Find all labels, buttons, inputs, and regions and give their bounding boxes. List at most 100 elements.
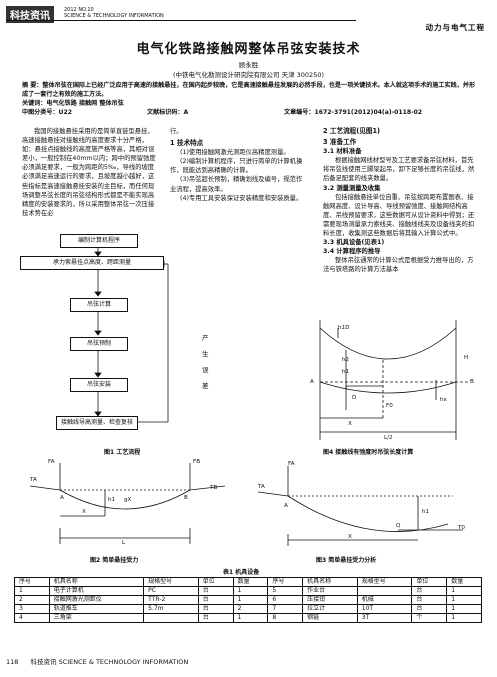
label-h2: h2 [342, 357, 350, 363]
page-number: 118 [6, 658, 19, 666]
label-TB: TB [210, 485, 218, 491]
table-cell: 台 [197, 586, 234, 596]
figure-4-caption: 图4 接触线有弛度时吊弦长度计算 [323, 449, 414, 456]
table-header-cell: 单位 [411, 577, 448, 587]
table-cell: 5 [267, 586, 304, 596]
table-header-cell: 规格型号 [143, 577, 199, 587]
label-hx: hx [440, 397, 447, 403]
table-cell: 台 [197, 604, 234, 614]
table-cell: 1 [14, 586, 50, 596]
table-cell: TTR-2 [143, 595, 199, 605]
table-cell: 轨道推车 [48, 604, 145, 614]
heading-calculation: 3.4 计算程序的推导 [323, 248, 381, 256]
paper-author: 顾永胜 [238, 61, 259, 69]
label-TA: TA [258, 484, 265, 490]
table-cell: 1 [446, 604, 482, 614]
table-cell: 台 [197, 613, 234, 623]
table-cell [143, 613, 199, 623]
document-code: 文献标识码：A [147, 109, 189, 116]
table-cell: 1 [446, 595, 482, 605]
label-D: D [352, 395, 357, 401]
intro-continuation: 行。 [170, 128, 183, 135]
table-cell: 机械 [356, 595, 413, 605]
table-cell: 1 [232, 595, 269, 605]
flow-step-install: 吊弦安装 [70, 378, 128, 392]
table-1-caption: 表1 机具设备 [223, 569, 260, 576]
flow-step-recheck: 接触线导高测量、检查复核 [56, 416, 138, 430]
table-cell: 三角架 [48, 613, 145, 623]
label-B: B [470, 379, 474, 385]
table-header-row: 序号 机具名称 规格型号 单位 数量 序号 机具名称 规格型号 单位 数量 [14, 577, 482, 587]
table-cell: 台 [411, 604, 448, 614]
journal-issue-block: 2012 NO.10 SCIENCE & TECHNOLOGY INFORMAT… [64, 7, 164, 19]
label-FB: FB [193, 459, 201, 465]
journal-header: 科技资讯 2012 NO.10 SCIENCE & TECHNOLOGY INF… [0, 0, 497, 24]
table-cell: 拉立计 [302, 604, 358, 614]
label-F0: F0 [386, 403, 393, 409]
table-cell: 台 [411, 595, 448, 605]
table-cell: 1 [446, 613, 482, 623]
table-cell: 3T [356, 613, 413, 623]
heading-technical-features: 1 技术特点 [170, 139, 204, 148]
figure-3-drawing [258, 466, 463, 546]
table-row: 1 电子计算机 PC 台 1 5 作业台 台 1 [14, 586, 482, 596]
article-number: 文章编号：1672-3791(2012)04(a)-0118-02 [284, 109, 423, 116]
table-cell: 钢链 [302, 613, 358, 623]
footer-journal: 科技资讯 SCIENCE & TECHNOLOGY INFORMATION [30, 658, 189, 666]
flow-step-measure-span: 承力索悬挂点高度、跨距测量 [20, 256, 164, 270]
heading-process-flow: 2 工艺流程(见图1) [323, 127, 381, 135]
feature-item-4: (4)专用工具安装保证安装精度和安装质量。 [180, 194, 303, 202]
table-cell: 电子计算机 [48, 586, 145, 596]
table-cell: 2 [232, 604, 269, 614]
table-cell: 2 [14, 595, 50, 605]
header-rule [6, 20, 356, 21]
table-header-cell: 机具名称 [48, 577, 145, 587]
label-h1: h1 [108, 497, 116, 503]
table-cell: 1 [446, 586, 482, 596]
table-cell: 7 [267, 604, 304, 614]
abstract-block: 摘 要：整体吊弦在国际上已经广泛应用于高速的接触悬挂，在国内起步较晚，它是高速接… [22, 81, 478, 117]
error-label: 产 生 误 差 [202, 330, 209, 394]
keywords-text: 电气化铁路 接触网 整体吊弦 [46, 100, 124, 107]
table-cell: 8 [267, 613, 304, 623]
journal-logo: 科技资讯 [6, 6, 54, 23]
table-cell: 1 [232, 586, 269, 596]
table-cell: 台 [411, 586, 448, 596]
table-cell: 6 [267, 595, 304, 605]
label-A: A [284, 503, 288, 509]
issue-number: 2012 NO.10 [64, 7, 94, 13]
figure-4-diagram: h1D H h2 h1 A B D F0 hx X L/2 [310, 320, 478, 445]
clc-number: 中图分类号：U22 [22, 109, 72, 116]
heading-equipment: 3.3 机具设备(见表1) [323, 239, 385, 247]
keywords-label: 关键词： [22, 100, 47, 107]
measurement-text: 包括接触悬挂单位自重、吊弦按跨距布置图表、接触网高度、设计导高、导线预留弛度、接… [323, 193, 475, 238]
label-X: X [82, 509, 86, 515]
error-char: 差 [202, 382, 209, 390]
figure-2-caption: 图2 简单悬挂受力 [90, 557, 139, 564]
label-h1d: h1D [338, 325, 350, 331]
intro-paragraph: 我国的接触悬挂采用的是简单直链型悬挂，高速接触悬挂对接触线的高度要求十分严格，如… [22, 128, 156, 217]
label-X: X [348, 421, 352, 427]
heading-preparation: 3 准备工作 [323, 138, 357, 147]
column-3-text: 2 工艺流程(见图1) 3 准备工作 3.1 材料准备 根据接触网线材型号及工艺… [323, 127, 478, 275]
figure-1-caption: 图1 工艺流程 [104, 449, 141, 456]
figure-3-caption: 图3 简单悬挂受力分析 [316, 557, 377, 564]
flow-step-prefab: 吊弦预制 [70, 337, 128, 351]
journal-english-name: SCIENCE & TECHNOLOGY INFORMATION [64, 13, 164, 19]
label-FA: FA [288, 461, 295, 467]
label-L: L [122, 540, 126, 546]
table-cell: 4 [14, 613, 50, 623]
error-char: 误 [202, 366, 209, 374]
heading-measurement: 3.2 测量测量及收集 [323, 184, 381, 192]
feature-item-2: (2)编制计算机程序，只进行简单的计算机操作，既能达到高精确的计算。 [170, 158, 303, 175]
table-cell: 台 [197, 595, 234, 605]
table-header-cell: 规格型号 [356, 577, 413, 587]
table-cell: 压接钳 [302, 595, 358, 605]
table-row: 2 接触网激光测距仪 TTR-2 台 1 6 压接钳 机械 台 1 [14, 595, 482, 605]
equipment-table: 序号 机具名称 规格型号 单位 数量 序号 机具名称 规格型号 单位 数量 1 … [14, 577, 482, 623]
label-A: A [310, 379, 314, 385]
table-header-cell: 数量 [232, 577, 269, 587]
label-Q: Q [396, 523, 401, 529]
label-FA: FA [48, 459, 55, 465]
label-gX: gX [124, 497, 132, 503]
